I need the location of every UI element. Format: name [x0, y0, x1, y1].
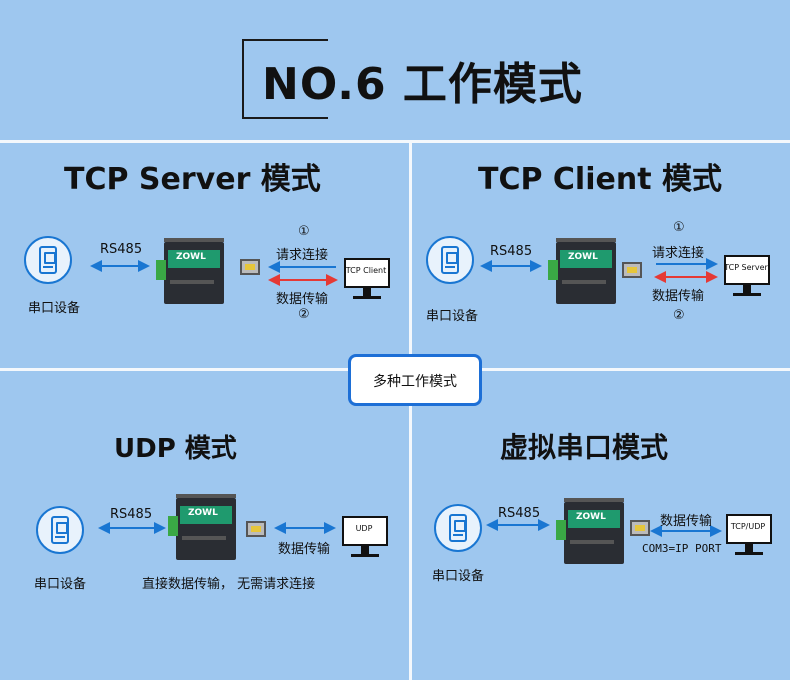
direct-transfer-note: 直接数据传输， 无需请求连接 — [142, 577, 316, 592]
header-frame — [242, 39, 328, 119]
step-one-label: ① — [298, 224, 310, 239]
panel-title-udp: UDP 模式 — [114, 434, 237, 464]
data-transfer-label: 数据传输 — [278, 542, 331, 557]
serial-device-label: 串口设备 — [28, 301, 81, 316]
rs485-label: RS485 — [110, 507, 153, 522]
port-mapping-label: COM3=IP PORT — [642, 542, 722, 555]
panel-title-tcp-client: TCP Client 模式 — [478, 162, 722, 197]
divider-vertical-top — [409, 142, 412, 368]
step-one-label: ① — [673, 220, 685, 235]
page-title: NO.6 工作模式 — [262, 59, 583, 110]
rj45-port-icon — [246, 521, 266, 537]
serial-device-label: 串口设备 — [432, 569, 485, 584]
step-two-label: ② — [673, 308, 685, 323]
server-device: ZOWL — [548, 238, 624, 308]
rs485-label: RS485 — [498, 506, 541, 521]
rj45-port-icon — [240, 259, 260, 275]
monitor-icon: TCP Server — [724, 255, 770, 305]
data-transfer-label: 数据传输 — [660, 514, 713, 529]
divider-top — [0, 140, 790, 143]
serial-device-label: 串口设备 — [34, 577, 87, 592]
multi-mode-badge: 多种工作模式 — [348, 354, 482, 406]
monitor-icon: TCP/UDP — [726, 514, 772, 564]
server-device: ZOWL — [156, 238, 232, 308]
data-transfer-label: 数据传输 — [652, 289, 705, 304]
monitor-icon: UDP — [342, 516, 388, 566]
panel-title-virtual-serial: 虚拟串口模式 — [500, 431, 669, 464]
rs485-label: RS485 — [100, 242, 143, 257]
rj45-port-icon — [630, 520, 650, 536]
monitor-icon: TCP Client — [344, 258, 390, 308]
request-connection-label: 请求连接 — [652, 246, 705, 261]
serial-port-icon — [24, 236, 72, 284]
server-device: ZOWL — [556, 498, 632, 568]
panel-title-tcp-server: TCP Server 模式 — [64, 162, 321, 197]
server-device: ZOWL — [168, 494, 244, 564]
serial-port-icon — [36, 506, 84, 554]
data-transfer-label: 数据传输 — [276, 292, 329, 307]
step-two-label: ② — [298, 307, 310, 322]
serial-port-icon — [426, 236, 474, 284]
divider-vertical-bottom — [409, 371, 412, 680]
serial-device-label: 串口设备 — [426, 309, 479, 324]
request-connection-label: 请求连接 — [276, 248, 329, 263]
rj45-port-icon — [622, 262, 642, 278]
serial-port-icon — [434, 504, 482, 552]
rs485-label: RS485 — [490, 244, 533, 259]
